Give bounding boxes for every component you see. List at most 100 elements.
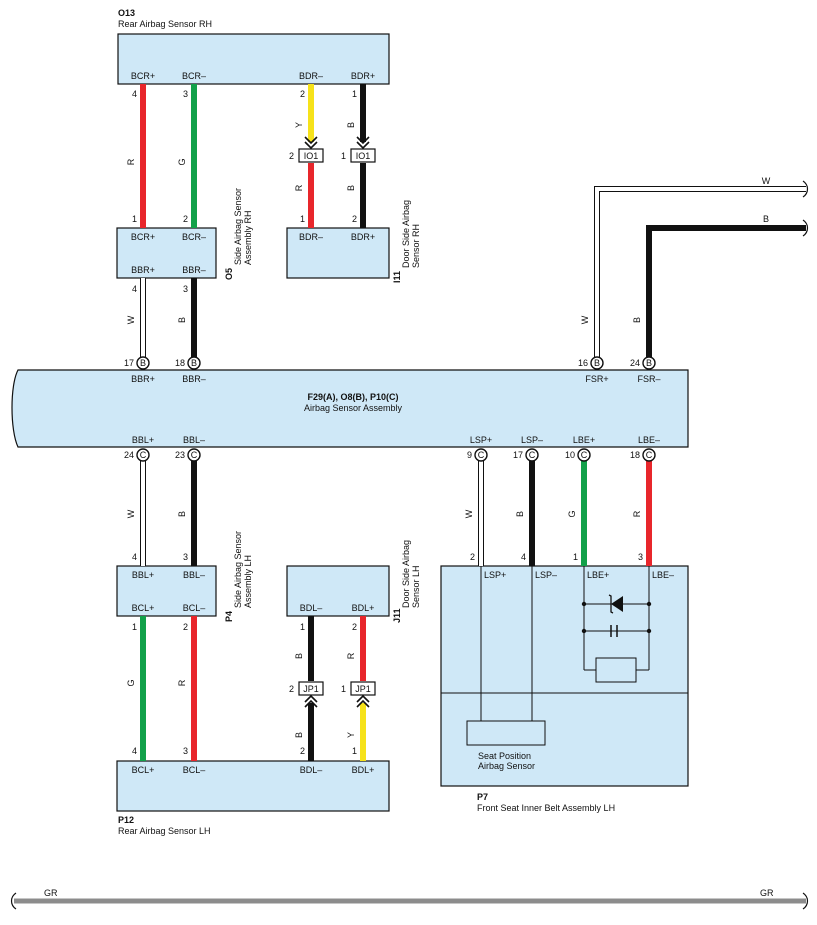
o5-pin-label: BCR– [182,232,206,242]
wire-color-label: G [177,158,187,165]
ground-color-left: GR [44,888,58,898]
terminal-bbl-plus [136,448,150,462]
p7-pin-label: LBE+ [587,570,609,580]
wire-color-label: W [580,315,590,324]
main-pin-label: FSR+ [585,374,608,384]
p12-name: Rear Airbag Sensor LH [118,826,211,836]
p4-name-line1: Side Airbag Sensor [233,531,243,608]
connector-letter: C [581,450,588,460]
j11-name-line1: Door Side Airbag [401,540,411,608]
main-pin-number: 23 [175,450,185,460]
o13-name: Rear Airbag Sensor RH [118,19,212,29]
terminal-lsp-minus [525,448,539,462]
wire-color-label: B [177,511,187,517]
main-pin-label: BBL+ [132,435,154,445]
main-pin-number: 9 [467,450,472,460]
connector-letter: C [191,450,198,460]
ground-break-right [802,892,809,910]
wire-color-label: R [126,158,136,165]
io1-pin-number: 1 [341,151,346,161]
p4-pin-number: 2 [183,622,188,632]
wire-fsr-minus [646,225,806,357]
terminal-lsp-plus [474,448,488,462]
p7-box [440,565,689,787]
ground-break-left [10,892,17,910]
wire-fsr-plus-outline [594,186,806,357]
p12-pin-number: 2 [300,746,305,756]
wire-color-label: R [294,184,304,191]
terminal-bbl-minus [187,448,201,462]
wire-color-label: B [294,653,304,659]
i11-box [286,227,390,279]
main-pin-label: BBR+ [131,374,155,384]
main-pin-label: LBE– [638,435,660,445]
p7-pin-label: LBE– [652,570,674,580]
terminal-lbe-plus [577,448,591,462]
main-pin-number: 10 [565,450,575,460]
p7-name: Front Seat Inner Belt Assembly LH [477,803,615,813]
terminal-bbr-plus [136,356,150,370]
o5-pin-label: BCR+ [131,232,155,242]
main-bottom-terminals [136,448,656,462]
o13-pin-label: BDR– [299,71,323,81]
p7-inner-line2: Airbag Sensor [478,761,535,771]
connector-letter: B [140,358,146,368]
fsr-minus-break [802,219,809,237]
p7-pin-number: 1 [573,552,578,562]
o5-code: O5 [224,268,234,280]
wire-fsr-plus [595,187,806,357]
wire-color-label: W [126,315,136,324]
i11-pin-number: 2 [352,214,357,224]
terminal-lbe-minus [642,448,656,462]
p12-code: P12 [118,815,134,825]
i11-pin-number: 1 [300,214,305,224]
i11-name-line1: Door Side Airbag [401,200,411,268]
wire-color-label: R [177,679,187,686]
ground-color-right: GR [760,888,774,898]
p12-pin-label: BDL– [300,765,323,775]
connector-letter: C [646,450,653,460]
p4-pin-number: 4 [132,552,137,562]
jp1-pin-number: 1 [341,684,346,694]
io1-label: IO1 [304,151,319,161]
wire-color-label: G [126,679,136,686]
p12-pin-label: BCL+ [132,765,155,775]
p7-internal-circuit [466,566,650,746]
wire-color-label: Y [294,122,304,128]
j11-code: J11 [392,608,402,623]
p4-name-line2: Assembly LH [243,555,253,608]
terminal-fsr-minus [642,356,656,370]
main-name: Airbag Sensor Assembly [304,403,403,413]
p7-code: P7 [477,792,488,802]
p4-code: P4 [224,611,234,622]
p12-pin-label: BCL– [183,765,206,775]
o13-pin-number: 1 [352,89,357,99]
p7-pin-label: LSP– [535,570,557,580]
jp1-label: JP1 [355,684,371,694]
i11-pin-label: BDR+ [351,232,375,242]
main-pin-label: LSP+ [470,435,492,445]
o5-pin-number: 2 [183,214,188,224]
fsr-plus-break [802,180,809,198]
wire-color-label: B [346,122,356,128]
io1-label: IO1 [356,151,371,161]
connector-letter: B [594,358,600,368]
io1-pin-number: 2 [289,151,294,161]
terminal-bbr-minus [187,356,201,370]
j11-pin-label: BDL+ [352,603,375,613]
p4-pin-number: 1 [132,622,137,632]
p12-pin-label: BDL+ [352,765,375,775]
connector-letter: C [529,450,536,460]
p4-pin-label: BCL+ [132,603,155,613]
o5-name-line1: Side Airbag Sensor [233,188,243,265]
p12-pin-number: 3 [183,746,188,756]
wire-color-label: R [346,652,356,659]
o5-pin-number: 1 [132,214,137,224]
resistor-icon [595,657,637,683]
wire-color-label: B [515,511,525,517]
wire-color-label: B [763,214,769,224]
wire-color-label: W [464,509,474,518]
o5-pin-label: BBR– [182,265,206,275]
connector-letter: C [478,450,485,460]
o5-pin-number: 4 [132,284,137,294]
